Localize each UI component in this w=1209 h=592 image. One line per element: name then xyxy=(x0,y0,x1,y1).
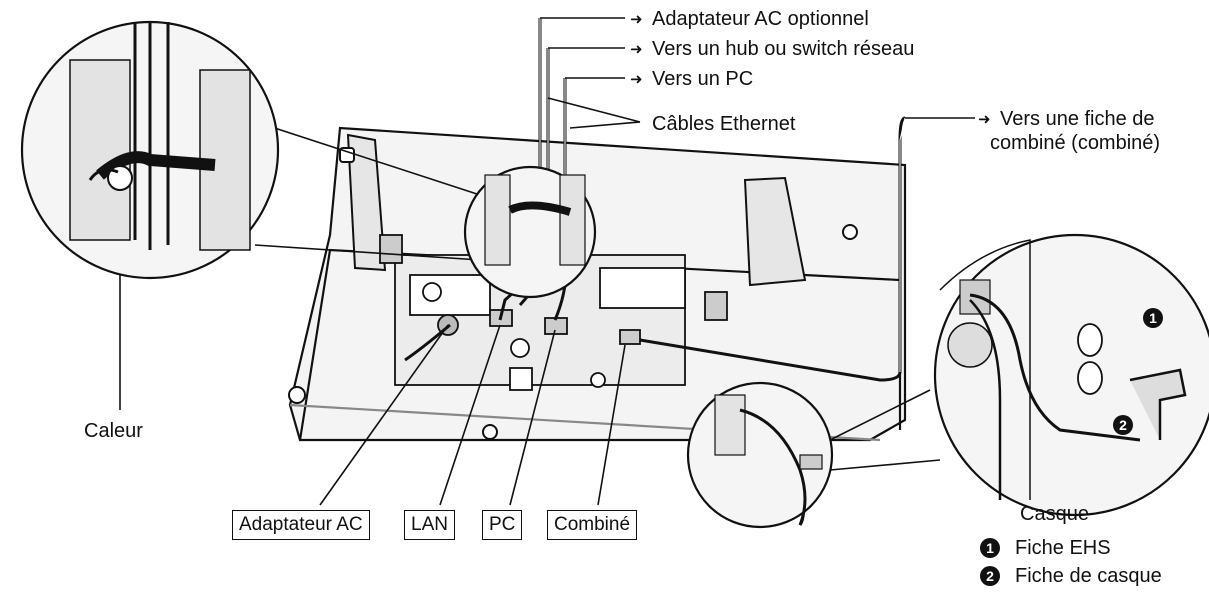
label-to-pc: Vers un PC xyxy=(652,68,754,90)
box-pc: PC xyxy=(482,510,523,540)
zoom-circle-casque xyxy=(933,233,1209,517)
zoom-circle-caleur xyxy=(20,20,280,280)
legend-text-2: Fiche de casque xyxy=(1015,565,1162,587)
magnifier-links xyxy=(249,119,941,471)
label-to-handset-2: combiné (combiné) xyxy=(990,132,1161,154)
label-caleur: Caleur xyxy=(84,420,143,442)
label-to-handset-1: Vers une fiche de xyxy=(1000,108,1155,130)
zoom-circle-headset xyxy=(686,381,834,529)
handset-port xyxy=(619,329,641,345)
label-to-hub: Vers un hub ou switch réseau xyxy=(652,38,915,60)
right-arrow-icon: ➜ xyxy=(630,70,643,88)
badge-ehs: 1 xyxy=(1143,308,1163,328)
legend-badge-1: 1 xyxy=(980,538,1000,558)
label-ac-optional: Adaptateur AC optionnel xyxy=(652,8,869,30)
label-casque: Casque xyxy=(1020,503,1089,525)
right-arrow-icon: ➜ xyxy=(630,10,643,28)
label-ethernet-cables: Câbles Ethernet xyxy=(652,113,796,135)
right-arrow-icon: ➜ xyxy=(630,40,643,58)
right-arrow-icon: ➜ xyxy=(978,110,991,128)
legend-badge-2: 2 xyxy=(980,566,1000,586)
box-lan: LAN xyxy=(404,510,455,540)
box-combine: Combiné xyxy=(547,510,638,540)
legend-text-1: Fiche EHS xyxy=(1015,537,1111,559)
zoom-circle-cables xyxy=(463,165,597,299)
badge-headset: 2 xyxy=(1113,415,1133,435)
box-ac-adapter: Adaptateur AC xyxy=(232,510,370,540)
